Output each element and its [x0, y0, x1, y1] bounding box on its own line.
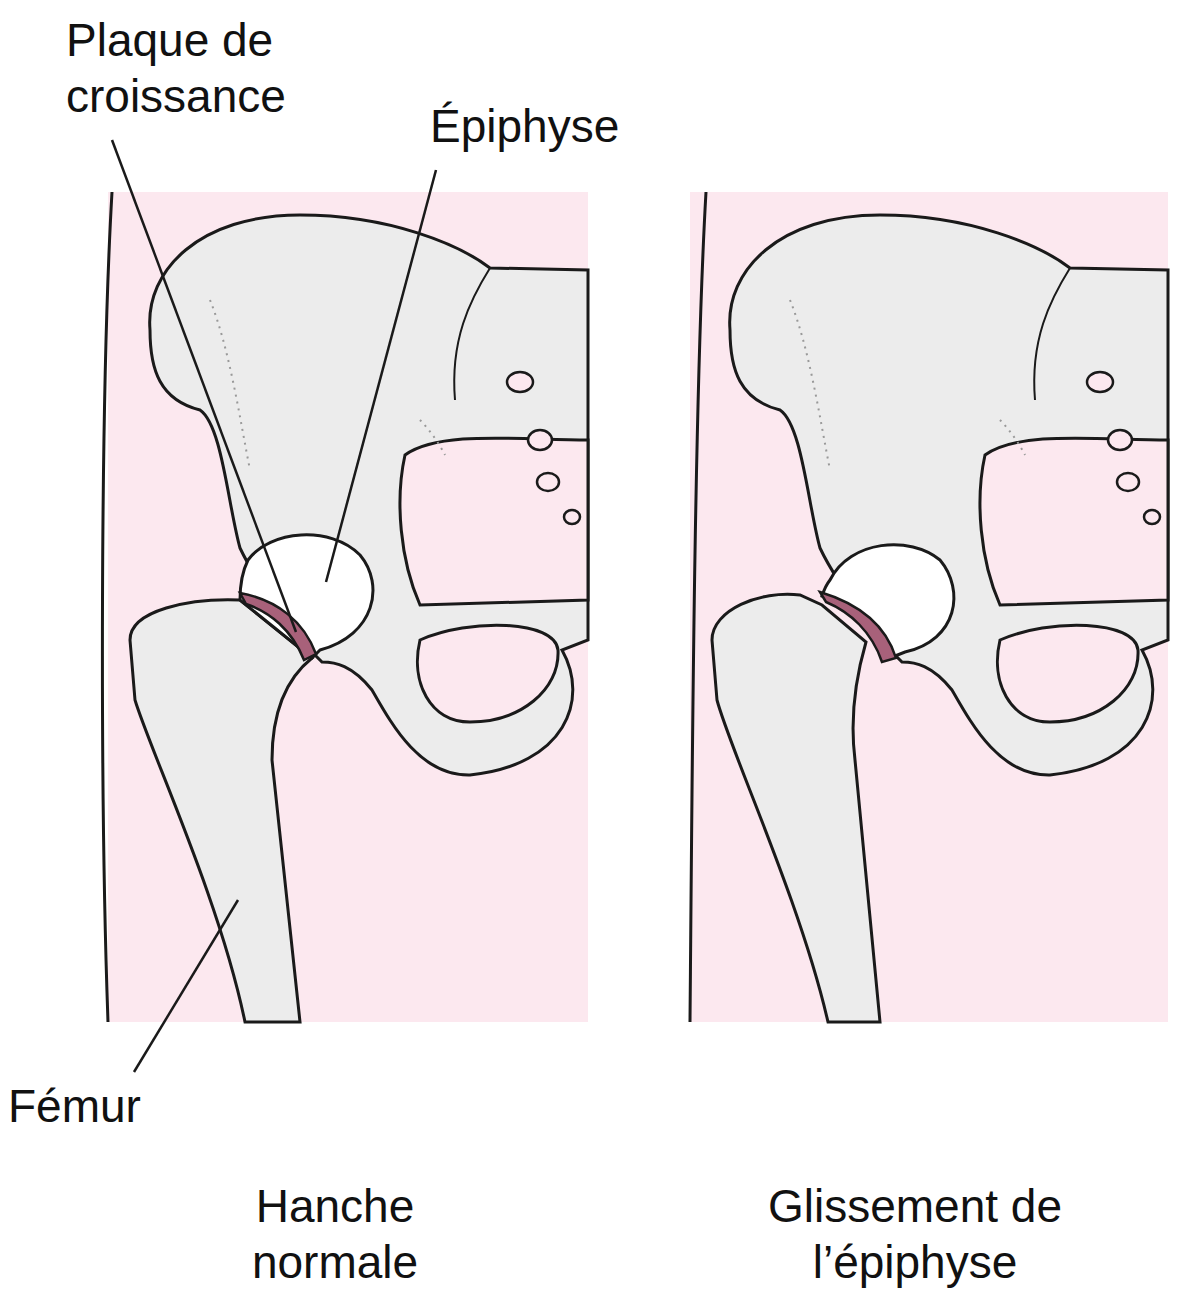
plaque-label: Plaque de croissance — [66, 12, 356, 124]
epiphyse-label: Épiphyse — [430, 98, 690, 154]
normal-caption: Hanche normale — [190, 1178, 480, 1290]
slip-caption: Glissement de l’épiphyse — [765, 1178, 1065, 1290]
femur-label: Fémur — [8, 1078, 208, 1134]
